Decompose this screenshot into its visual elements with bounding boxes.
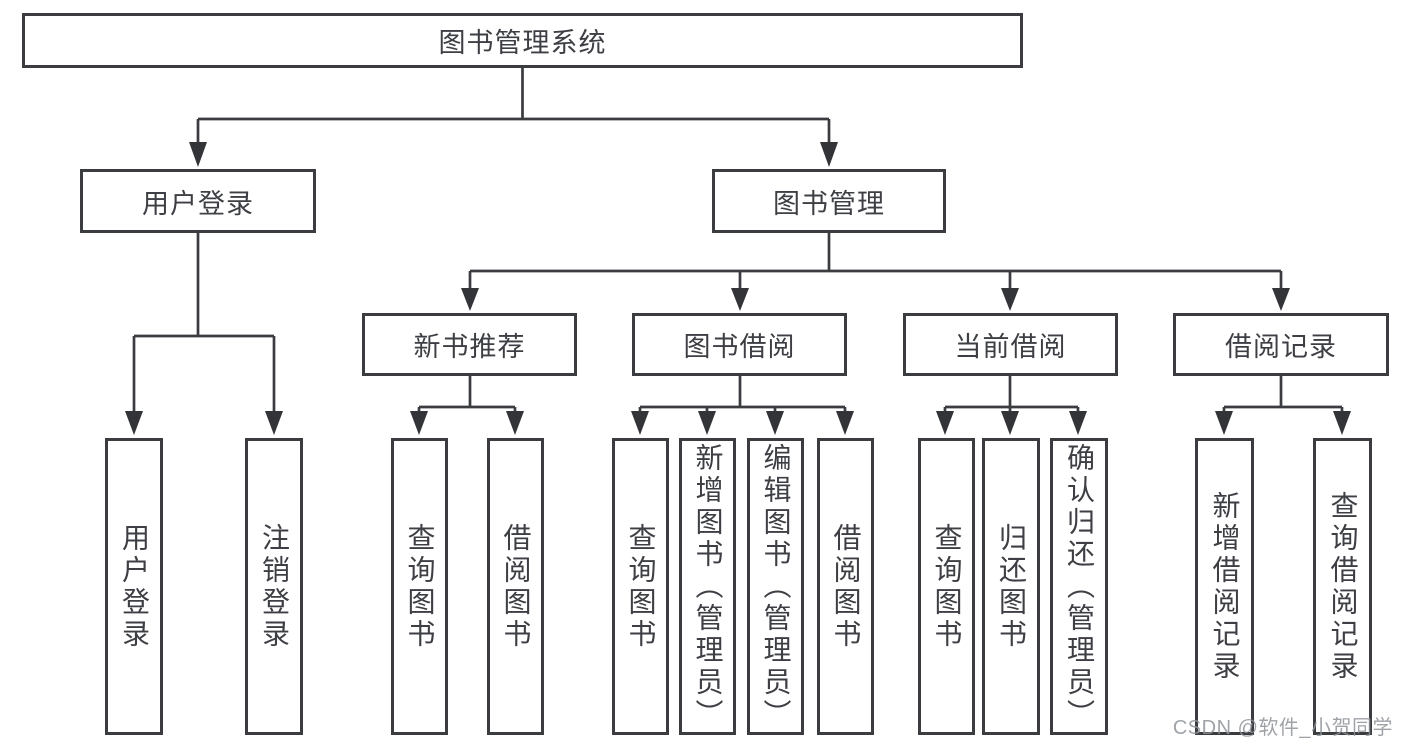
node-current-borrowing-label: 当前借阅: [954, 332, 1067, 362]
leaf-add-book-admin-label: 新增图书（管理员）: [692, 442, 724, 731]
leaf-confirm-return-admin-label: 确认归还（管理员）: [1064, 442, 1095, 731]
leaf-query-books-current: 查询图书: [918, 438, 975, 735]
connector-lines: [132, 68, 1344, 412]
leaf-add-borrow-record-label: 新增借阅记录: [1209, 490, 1241, 683]
node-user-login: 用户登录: [80, 169, 316, 233]
node-book-management-label: 图书管理: [773, 188, 885, 219]
node-current-borrowing: 当前借阅: [903, 313, 1118, 376]
leaf-logout-label: 注销登录: [259, 522, 290, 651]
leaf-borrow-books-borrow-label: 借阅图书: [830, 522, 862, 651]
leaf-edit-book-admin: 编辑图书（管理员）: [747, 438, 804, 735]
leaf-query-books-borrow: 查询图书: [612, 438, 669, 735]
leaf-query-books-current-label: 查询图书: [931, 522, 963, 651]
leaf-query-borrow-record: 查询借阅记录: [1313, 438, 1372, 735]
arrowheads: [125, 142, 1351, 435]
node-library-system-label: 图书管理系统: [438, 28, 607, 58]
node-user-login-label: 用户登录: [142, 188, 254, 219]
leaf-edit-book-admin-label: 编辑图书（管理员）: [760, 442, 792, 731]
node-borrowing-records-label: 借阅记录: [1225, 332, 1337, 362]
leaf-borrow-books-recommend: 借阅图书: [487, 438, 544, 735]
node-book-management: 图书管理: [712, 169, 946, 233]
leaf-user-login: 用户登录: [105, 438, 163, 735]
leaf-query-borrow-record-label: 查询借阅记录: [1327, 490, 1359, 683]
leaf-query-books-recommend-label: 查询图书: [404, 522, 436, 651]
leaf-borrow-books-borrow: 借阅图书: [817, 438, 874, 735]
leaf-return-book-label: 归还图书: [996, 522, 1027, 651]
leaf-return-book: 归还图书: [982, 438, 1040, 735]
leaf-add-book-admin: 新增图书（管理员）: [679, 438, 736, 735]
node-new-book-recommend: 新书推荐: [362, 313, 577, 376]
node-book-borrowing: 图书借阅: [632, 313, 847, 376]
leaf-confirm-return-admin: 确认归还（管理员）: [1050, 438, 1108, 735]
watermark: CSDN @软件_小贺同学: [1172, 717, 1393, 739]
node-book-borrowing-label: 图书借阅: [683, 332, 796, 362]
leaf-add-borrow-record: 新增借阅记录: [1195, 438, 1254, 735]
leaf-borrow-books-recommend-label: 借阅图书: [500, 522, 532, 651]
node-new-book-recommend-label: 新书推荐: [413, 332, 526, 362]
leaf-logout: 注销登录: [245, 438, 303, 735]
leaf-query-books-recommend: 查询图书: [391, 438, 448, 735]
leaf-query-books-borrow-label: 查询图书: [625, 522, 657, 651]
node-borrowing-records: 借阅记录: [1173, 313, 1389, 376]
leaf-user-login-label: 用户登录: [119, 522, 150, 651]
node-library-system: 图书管理系统: [22, 13, 1023, 68]
